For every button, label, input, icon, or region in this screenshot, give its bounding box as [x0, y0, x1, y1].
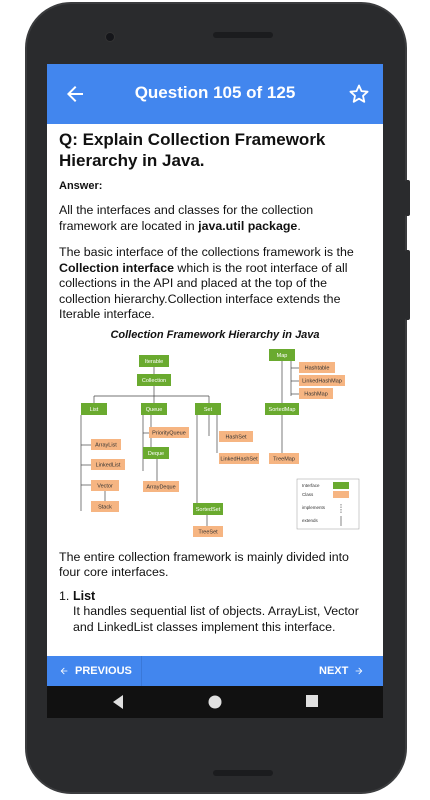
square-recents-icon[interactable] — [305, 694, 319, 708]
node-vector — [91, 479, 119, 491]
bottom-speaker — [213, 770, 273, 776]
node-collection — [137, 373, 171, 386]
para1-end: . — [297, 218, 301, 233]
collection-hierarchy-diagram: Collection Framework Hierarchy in Java — [59, 329, 371, 539]
node-linkedlist — [91, 458, 125, 470]
arrow-left-icon[interactable] — [63, 82, 87, 106]
star-outline-icon[interactable] — [347, 82, 371, 106]
node-sortedset — [193, 502, 223, 515]
node-treemap — [269, 452, 299, 464]
para1-bold: java.util package — [198, 218, 298, 233]
app-bar: Question 105 of 125 — [47, 64, 383, 124]
para1-text: All the interfaces and classes for the c… — [59, 203, 314, 233]
node-treeset-label: TreeSet — [198, 529, 218, 535]
node-map-label: Map — [277, 353, 288, 359]
node-priorityqueue — [149, 426, 189, 438]
legend-interface-swatch — [333, 481, 349, 489]
node-deque-label: Deque — [148, 451, 164, 457]
para2-end: which is the root interface of all colle… — [59, 260, 348, 322]
node-linkedlist-label: LinkedList — [96, 462, 121, 468]
legend-interface-label: Interface — [302, 483, 320, 488]
node-arraylist — [91, 438, 121, 450]
node-iterable-label: Iterable — [145, 359, 163, 365]
node-stack-label: Stack — [98, 504, 112, 510]
node-arraydeque-label: ArrayDeque — [146, 484, 175, 490]
node-hashset-label: HashSet — [225, 434, 247, 440]
node-hashset — [219, 430, 253, 442]
node-set — [195, 402, 221, 415]
node-treemap-label: TreeMap — [273, 456, 295, 462]
arrow-right-icon — [356, 667, 363, 675]
node-hashmap-label: HashMap — [304, 391, 328, 397]
node-deque — [143, 446, 169, 459]
core-interfaces-list: 1. List It handles sequential list of ob… — [59, 589, 371, 636]
list-item-description: It handles sequential list of objects. A… — [73, 604, 359, 634]
volume-button — [405, 250, 410, 320]
node-map — [269, 348, 295, 361]
node-linkedhashset-label: LinkedHashSet — [220, 456, 258, 462]
node-arraylist-label: ArrayList — [95, 442, 117, 448]
previous-label: PREVIOUS — [75, 665, 132, 677]
node-queue — [141, 402, 167, 415]
question-content[interactable]: Q: Explain Collection Framework Hierarch… — [47, 124, 383, 656]
list-item-body: List It handles sequential list of objec… — [73, 589, 371, 636]
node-arraydeque — [143, 480, 179, 492]
previous-button[interactable]: PREVIOUS — [47, 656, 141, 686]
triangle-back-icon[interactable] — [111, 694, 125, 710]
node-vector-label: Vector — [97, 483, 113, 489]
node-sortedmap-label: SortedMap — [269, 407, 296, 413]
node-linkedhashmap-label: LinkedHashMap — [302, 378, 342, 384]
node-linkedhashmap — [299, 374, 345, 386]
node-set-label: Set — [204, 407, 213, 413]
list-item-title: List — [73, 588, 96, 603]
navigation-bar: PREVIOUS NEXT — [47, 656, 383, 686]
node-hashtable-label: Hashtable — [305, 365, 330, 371]
diagram-title: Collection Framework Hierarchy in Java — [110, 328, 320, 341]
diagram-canvas: Iterable Collection List Queue Set Deque… — [80, 348, 360, 537]
list-item-number: 1. — [59, 588, 70, 603]
para2-text: The basic interface of the collections f… — [59, 245, 354, 259]
diagram-nodes: Iterable Collection List Queue Set Deque… — [81, 348, 345, 537]
legend-extends-label: extends — [302, 518, 319, 523]
node-sortedmap — [265, 402, 299, 415]
power-button — [405, 180, 410, 216]
app-screen: Question 105 of 125 Q: Explain Collectio… — [47, 64, 383, 718]
node-list — [81, 402, 107, 415]
next-label: NEXT — [319, 665, 349, 677]
system-nav-bar — [47, 686, 383, 718]
front-camera — [105, 32, 115, 42]
node-priorityqueue-label: PriorityQueue — [152, 430, 186, 436]
arrow-left-icon — [60, 667, 68, 675]
node-iterable — [139, 354, 169, 367]
button-divider — [141, 656, 142, 686]
question-heading: Q: Explain Collection Framework Hierarch… — [59, 130, 326, 170]
legend-class-swatch — [333, 490, 349, 498]
node-list-label: List — [90, 407, 99, 413]
list-item: 1. List It handles sequential list of ob… — [59, 589, 371, 636]
answer-paragraph-1: All the interfaces and classes for the c… — [59, 203, 371, 234]
diagram-legend: Interface Class implements extends — [296, 478, 360, 529]
page-title: Question 105 of 125 — [134, 83, 296, 102]
node-collection-label: Collection — [142, 378, 166, 384]
next-button[interactable]: NEXT — [319, 656, 383, 686]
legend-class-label: Class — [302, 492, 314, 497]
answer-paragraph-3: The entire collection framework is mainl… — [59, 549, 349, 580]
node-sortedset-label: SortedSet — [196, 507, 221, 513]
node-linkedhashset — [219, 452, 259, 464]
legend-implements-label: implements — [302, 505, 326, 510]
earpiece-speaker — [213, 32, 273, 38]
node-queue-label: Queue — [146, 407, 163, 413]
node-hashtable — [299, 361, 335, 373]
para2-bold: Collection interface — [59, 260, 174, 275]
answer-label: Answer: — [59, 180, 103, 192]
node-stack — [91, 500, 119, 512]
node-hashmap — [299, 387, 333, 399]
answer-paragraph-2: The basic interface of the collections f… — [59, 245, 371, 323]
node-treeset — [193, 525, 223, 537]
circle-home-icon[interactable] — [207, 694, 223, 710]
